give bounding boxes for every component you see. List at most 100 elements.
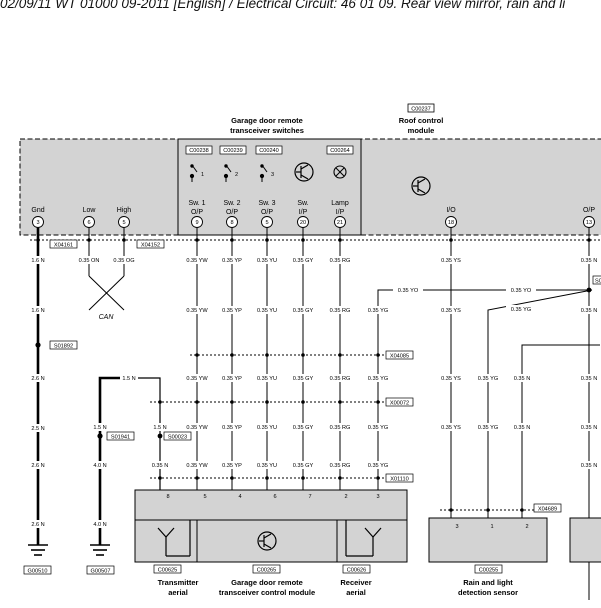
connector-x04152: X04152 [141,242,160,248]
connector-x04689: X04689 [538,506,557,512]
wire-label: 0.35 OG [113,258,134,264]
wire-label: 0.35 RG [330,376,351,382]
pin-num: 3 [36,220,39,226]
rain-sensor-code: C00255 [479,567,499,573]
wire-label: 0.35 N [581,258,597,264]
switch-group-label-2: transceiver switches [230,126,304,135]
wire-label: 0.35 YW [186,463,208,469]
wire-label: 0.35 YU [257,376,277,382]
rain-sensor: 3 1 2 C00255 Rain and light detection se… [428,517,601,597]
receiver-aerial-icon [345,520,382,557]
module-pin: 6 [273,494,276,500]
pin-circles [32,216,595,228]
wire-label: 2.6 N [31,376,44,382]
wire-label: 0.35 YU [257,463,277,469]
wire-label: 0.35 N [581,308,597,314]
wire-label: 0.35 YG [368,376,388,382]
switch-3-icon-label: 3 [271,172,274,178]
pin-label-op: O/P [583,207,595,214]
pin-label-io: I/O [446,207,456,214]
transmitter-label-1: Transmitter [158,578,199,587]
wire-label: 0.35 GY [293,463,314,469]
pin-num: 20 [300,220,306,226]
pin-label-gnd: Gnd [31,207,44,214]
garage-control-module: 8 5 4 6 7 2 3 C00625 C00265 C00626 Trans… [134,489,408,597]
wire-label: 0.35 N [581,425,597,431]
sensor-pin: 2 [525,524,528,530]
sensor-pin: 1 [490,524,493,530]
ground-symbol-1 [28,544,48,556]
wire-label: 1.5 N [153,425,166,431]
wire-label: 0.35 YG [511,307,531,313]
wire-label: 0.35 N [514,425,530,431]
pin-label-sw-ip: Sw. [297,200,308,207]
roof-module-code: C00237 [411,106,431,112]
connector-dots [35,238,592,512]
connector-x00072: X00072 [390,400,409,406]
roof-module-label-1: Roof control [399,116,444,125]
connector-labels: X04161 X04152 S01892 S01941 S00023 X0408… [49,239,601,513]
pin-label-low: Low [83,207,97,214]
receiver-label-1: Receiver [340,578,371,587]
pin-label-sw1: Sw. 1 [188,200,205,207]
pin-num: 18 [448,220,454,226]
pin-num: 8 [230,220,233,226]
wire-label: 0.35 GY [293,376,314,382]
wire-label: 2.5 N [31,426,44,432]
wire-label: 0.35 RG [330,258,351,264]
pin-num: 6 [87,220,90,226]
ground-label-g00507: G00507 [91,568,111,574]
wire-label: 0.35 YG [478,376,498,382]
transmitter-label-2: aerial [168,588,188,597]
wire-label: 2.6 N [31,522,44,528]
wire-label: 0.35 RG [330,463,351,469]
wire-label: 0.35 YP [222,463,242,469]
connector-x04085: X04085 [390,353,409,359]
wire-label: 1.5 N [93,425,106,431]
wire-label: 0.35 YS [441,425,461,431]
switch-2-icon [223,164,232,182]
wire-label: 2.6 N [31,463,44,469]
wire-label: 0.35 YO [398,288,419,294]
wire-label: 0.35 YS [441,258,461,264]
wire-label: 0.35 YS [441,308,461,314]
wire-label: 0.35 YU [257,258,277,264]
splice-s01941: S01941 [111,434,130,440]
pin-label-sw3-op: O/P [261,209,273,216]
switch-code-3: C00240 [259,148,279,154]
wire-label: 0.35 N [581,376,597,382]
wire-label: 0.35 YW [186,376,208,382]
wire-label: 0.35 ON [79,258,100,264]
wire-label: 0.35 YP [222,258,242,264]
receiver-code: C00626 [347,567,367,573]
switch-1-icon [189,164,198,182]
wire-label: 0.35 YG [368,463,388,469]
pin-label-sw2: Sw. 2 [223,200,240,207]
transmitter-code: C00625 [158,567,178,573]
wire-label: 0.35 YP [222,425,242,431]
rain-sensor-label-2: detection sensor [458,588,518,597]
wire-label: 0.35 YP [222,376,242,382]
pin-label-lamp-ip: I/P [336,209,345,216]
pin-label-sw-ip-2: I/P [299,209,308,216]
lamp-icon [333,165,347,179]
ground-label-g00510: G00510 [28,568,48,574]
control-module-code: C00265 [257,567,277,573]
control-module-label-1: Garage door remote [231,578,303,587]
wire-label: 0.35 YG [368,308,388,314]
switch-2-icon-label: 2 [235,172,238,178]
wire-label: 0.35 YU [257,308,277,314]
switch-3-icon [259,164,268,182]
pin-label-high: High [117,207,132,214]
module-pin: 4 [238,494,241,500]
rain-sensor-label-1: Rain and light [463,578,513,587]
wire-label: 0.35 GY [293,308,314,314]
wire-label: 0.35 YO [511,288,532,294]
wire-label: 1.5 N [122,376,135,382]
module-transistor-icon [257,531,277,551]
can-label: CAN [99,314,115,321]
connector-x01110: X01110 [390,476,408,482]
sensor-pin: 3 [455,524,458,530]
switch-code-1: C00238 [189,148,209,154]
